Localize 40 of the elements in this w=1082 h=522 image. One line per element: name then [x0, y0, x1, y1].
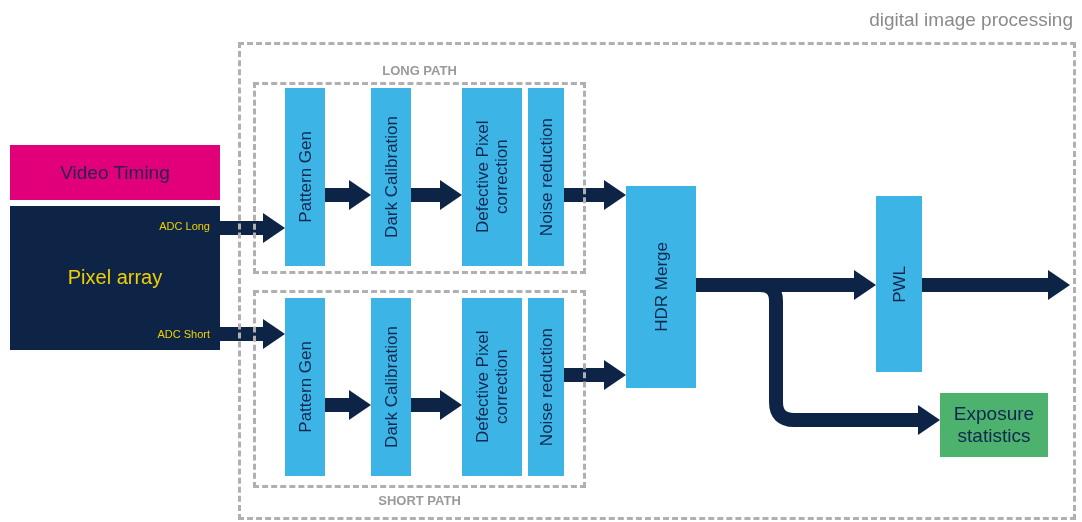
arrow: [564, 180, 626, 210]
arrow: [922, 270, 1070, 300]
arrow: [325, 180, 371, 210]
group-title: digital image processing: [869, 9, 1073, 31]
block-label: Pattern Gen: [295, 341, 315, 433]
process-block: [940, 393, 1048, 457]
block-label: Exposure statistics: [952, 403, 1036, 447]
arrow: [220, 319, 285, 349]
process-block: [528, 88, 564, 266]
block-label: Defective Pixel correction: [473, 329, 511, 446]
block-label: HDR Merge: [651, 242, 671, 332]
process-block: [285, 298, 325, 476]
block-label: Noise reduction: [536, 327, 556, 447]
process-block: [462, 88, 522, 266]
block-label: ADC Short: [157, 328, 210, 340]
process-block: [371, 298, 411, 476]
block-label: Dark Calibration: [381, 116, 401, 238]
arrow: [411, 390, 462, 420]
process-block: [626, 186, 696, 388]
group-title: SHORT PATH: [378, 493, 461, 508]
arrow: [325, 390, 371, 420]
block-label: Noise reduction: [536, 117, 556, 237]
sensor-block: [10, 206, 220, 350]
arrow: [220, 213, 285, 243]
block-label: Pattern Gen: [295, 131, 315, 223]
block-label: Pixel array: [66, 266, 164, 289]
process-block: [371, 88, 411, 266]
block-label: Video Timing: [60, 161, 170, 184]
arrow: [411, 180, 462, 210]
group-title: LONG PATH: [382, 63, 457, 78]
process-block: [10, 145, 220, 200]
block-label: ADC Long: [159, 220, 210, 232]
process-block: [528, 298, 564, 476]
block-label: Dark Calibration: [381, 326, 401, 448]
block-label: PWL: [889, 265, 909, 303]
arrow: [564, 360, 626, 390]
process-block: [462, 298, 522, 476]
block-label: Defective Pixel correction: [473, 119, 511, 236]
process-block: [285, 88, 325, 266]
process-block: [876, 196, 922, 372]
